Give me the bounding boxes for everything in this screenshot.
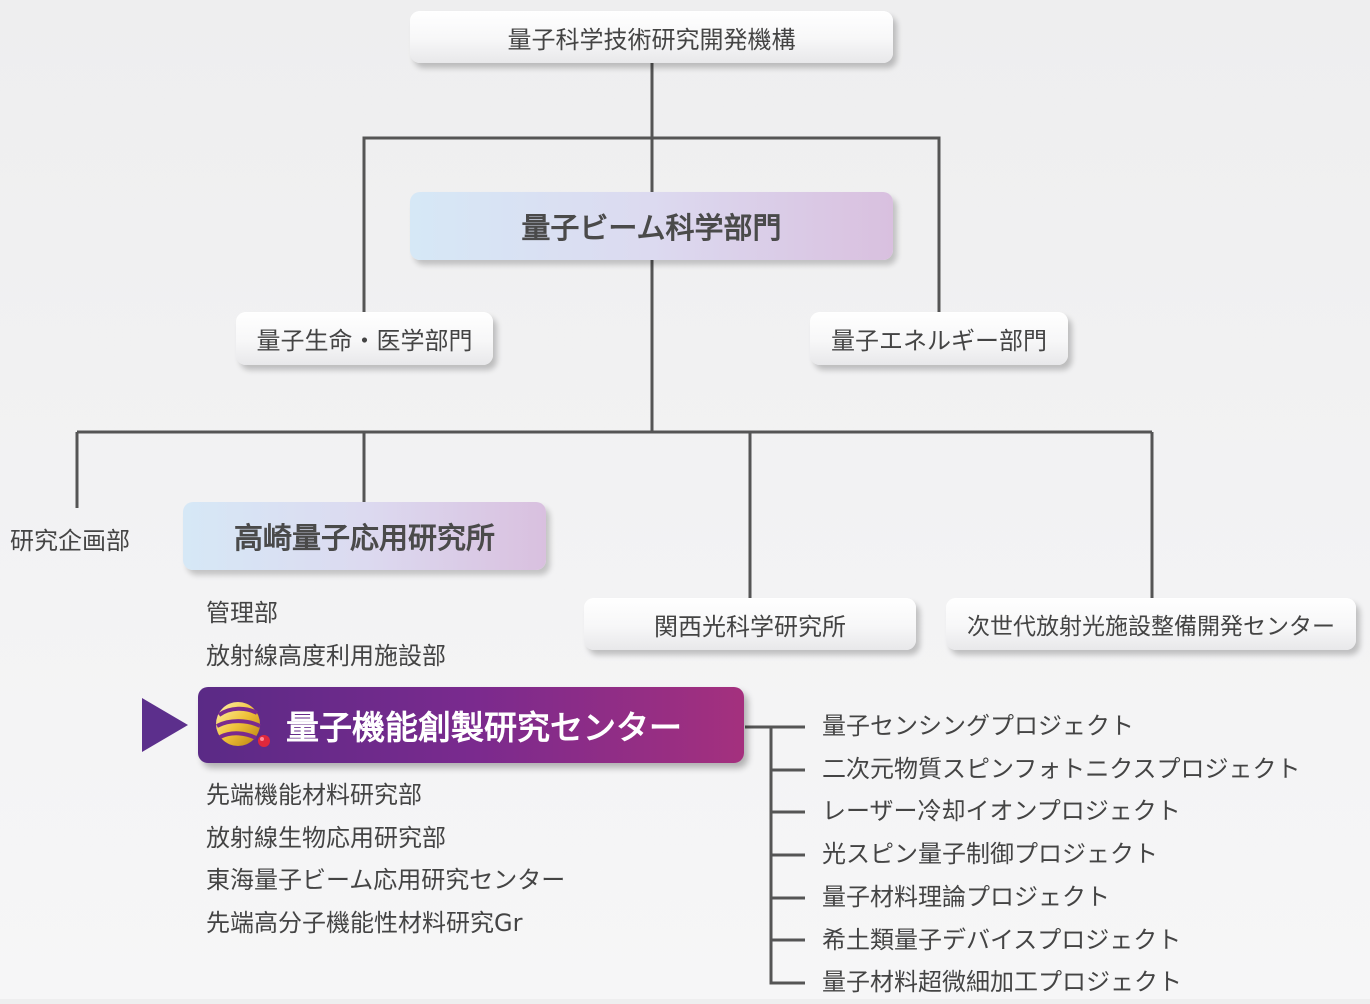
project-list: 量子センシングプロジェクト 二次元物質スピンフォトニクスプロジェクト レーザー冷…: [822, 705, 1301, 1004]
project-bracket-line: [745, 725, 805, 985]
list-item: 光スピン量子制御プロジェクト: [822, 840, 1158, 869]
list-item: 量子材料超微細加工プロジェクト: [822, 968, 1182, 997]
list-item: 先端機能材料研究部: [206, 781, 422, 809]
kansai-institute-box: 関西光科学研究所: [584, 598, 916, 650]
center-dept-list: 先端機能材料研究部 放射線生物応用研究部 東海量子ビーム応用研究センター 先端高…: [206, 774, 565, 944]
list-item: 管理部: [206, 599, 278, 627]
qst-sphere-logo-icon: [216, 702, 270, 747]
list-item: 先端高分子機能性材料研究Gr: [206, 908, 523, 937]
center-title: 量子機能創製研究センター: [286, 708, 682, 747]
list-item: 放射線生物応用研究部: [206, 823, 446, 852]
list-item: 二次元物質スピンフォトニクスプロジェクト: [822, 754, 1301, 783]
list-item: 量子センシングプロジェクト: [822, 712, 1134, 740]
top-org-box: 量子科学技術研究開発機構: [410, 11, 893, 63]
list-item: 東海量子ビーム応用研究センター: [206, 866, 566, 894]
list-item: レーザー冷却イオンプロジェクト: [822, 797, 1181, 826]
planning-dept-label: 研究企画部: [10, 527, 130, 555]
nextgen-center-box: 次世代放射光施設整備開発センター: [946, 598, 1356, 650]
beam-division-box: 量子ビーム科学部門: [410, 192, 893, 260]
takasaki-dept-list: 管理部 放射線高度利用施設部: [206, 592, 446, 677]
list-item: 量子材料理論プロジェクト: [822, 882, 1110, 911]
list-item: 放射線高度利用施設部: [206, 641, 446, 670]
list-item: 希土類量子デバイスプロジェクト: [822, 925, 1182, 954]
center-box: 量子機能創製研究センター: [198, 687, 744, 763]
life-division-box: 量子生命・医学部門: [236, 312, 493, 365]
energy-division-box: 量子エネルギー部門: [810, 312, 1068, 365]
takasaki-institute-box: 高崎量子応用研究所: [183, 502, 546, 570]
triangle-arrow-icon: [142, 698, 188, 752]
